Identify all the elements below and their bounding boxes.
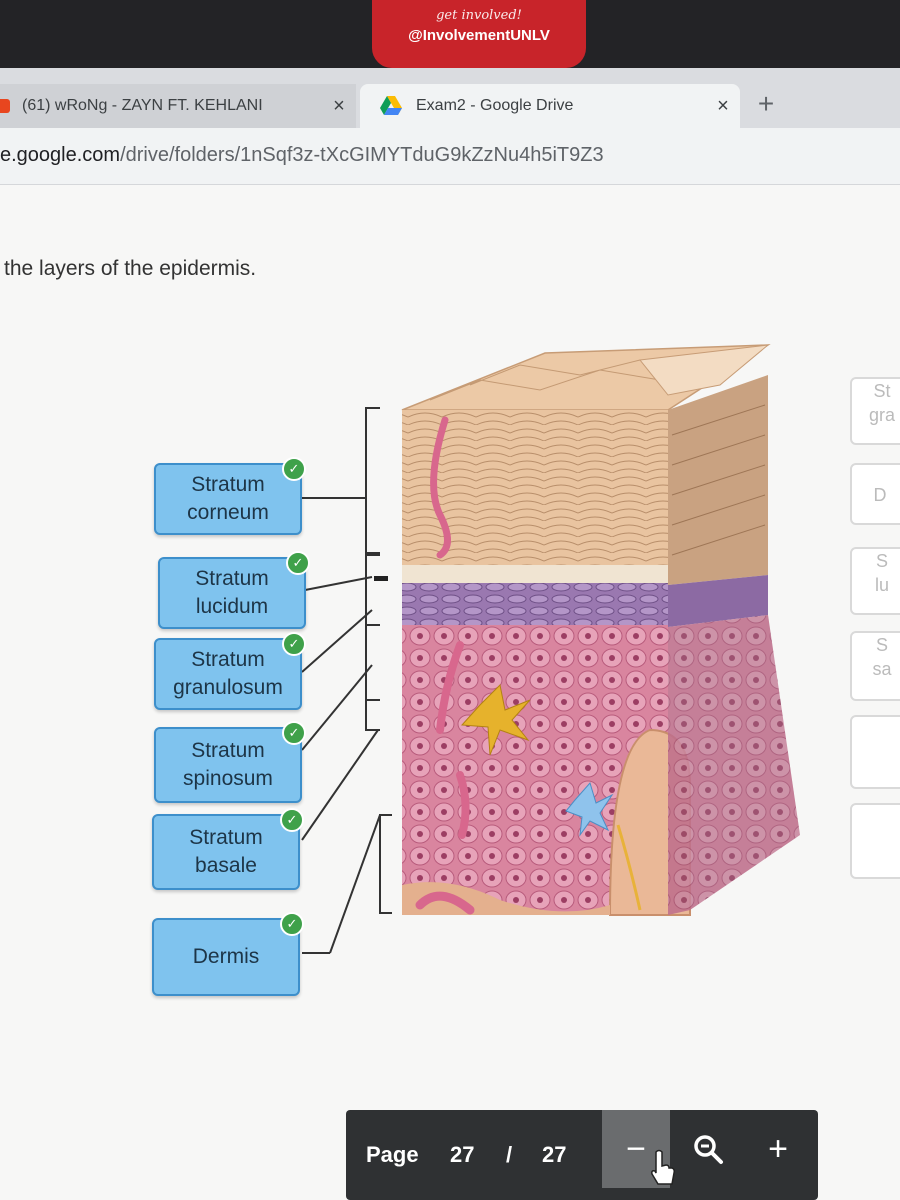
tab-google-drive[interactable]: Exam2 - Google Drive × bbox=[360, 84, 740, 128]
correct-check-icon: ✓ bbox=[280, 808, 304, 832]
current-page[interactable]: 27 bbox=[450, 1142, 475, 1167]
label-line1: Dermis bbox=[192, 945, 260, 968]
label-line1: Stratum bbox=[195, 567, 269, 590]
url-host: e.google.com bbox=[0, 144, 121, 166]
correct-check-icon: ✓ bbox=[286, 551, 310, 575]
youtube-favicon-icon bbox=[0, 99, 10, 113]
tab-title: Exam2 - Google Drive bbox=[416, 97, 574, 114]
tab-strip: (61) wRoNg - ZAYN FT. KEHLANI × Exam2 - … bbox=[0, 68, 900, 128]
answer-bank-item[interactable] bbox=[850, 803, 900, 879]
answer-bank-item[interactable]: D bbox=[850, 463, 900, 525]
new-tab-button[interactable]: + bbox=[757, 88, 775, 119]
address-bar[interactable]: e.google.com/drive/folders/1nSqf3z-tXcGI… bbox=[0, 128, 900, 185]
label-line1: Stratum bbox=[191, 739, 265, 762]
pdf-toolbar: Page 27 / 27 − + bbox=[346, 1110, 818, 1200]
label-stratum-spinosum[interactable]: Stratum spinosum ✓ bbox=[154, 721, 306, 803]
close-tab-icon[interactable]: × bbox=[333, 94, 345, 117]
correct-check-icon: ✓ bbox=[282, 721, 306, 745]
zoom-button[interactable] bbox=[674, 1110, 742, 1188]
label-dermis[interactable]: Dermis ✓ bbox=[152, 912, 304, 996]
close-tab-icon[interactable]: × bbox=[717, 94, 729, 117]
zoom-in-button[interactable]: + bbox=[768, 1129, 788, 1168]
hand-cursor-icon bbox=[651, 1149, 675, 1185]
label-stratum-granulosum[interactable]: Stratum granulosum ✓ bbox=[154, 632, 306, 710]
url-path: /drive/folders/1nSqf3z-tXcGIMYTduG9kZzNu… bbox=[120, 144, 604, 166]
epidermis-illustration bbox=[299, 344, 800, 954]
page-separator: / bbox=[506, 1142, 513, 1167]
label-stratum-corneum[interactable]: Stratum corneum ✓ bbox=[154, 457, 306, 535]
label-line2: lucidum bbox=[195, 595, 269, 618]
correct-check-icon: ✓ bbox=[280, 912, 304, 936]
google-drive-icon bbox=[380, 96, 402, 115]
label-line1: Stratum bbox=[191, 648, 265, 671]
correct-check-icon: ✓ bbox=[282, 632, 306, 656]
document-page: the layers of the epidermis. bbox=[0, 185, 900, 1200]
question-instruction: the layers of the epidermis. bbox=[4, 257, 257, 280]
tab-title: (61) wRoNg - ZAYN FT. KEHLANI bbox=[22, 97, 263, 114]
magnifier-icon bbox=[694, 1135, 723, 1164]
label-line2: spinosum bbox=[183, 767, 273, 790]
label-line1: Stratum bbox=[189, 826, 263, 849]
page-label: Page bbox=[366, 1142, 419, 1167]
label-line1: Stratum bbox=[191, 473, 265, 496]
correct-check-icon: ✓ bbox=[282, 457, 306, 481]
sticker-handle: @InvolvementUNLV bbox=[408, 27, 550, 44]
sticker-tagline: get involved! bbox=[436, 8, 522, 23]
url-text: e.google.com/drive/folders/1nSqf3z-tXcGI… bbox=[0, 144, 604, 167]
label-line2: basale bbox=[195, 854, 257, 877]
label-stratum-lucidum[interactable]: Stratum lucidum ✓ bbox=[158, 551, 310, 629]
answer-bank-item[interactable] bbox=[850, 715, 900, 789]
label-line2: corneum bbox=[187, 501, 269, 524]
label-stratum-basale[interactable]: Stratum basale ✓ bbox=[152, 808, 304, 890]
tab-youtube[interactable]: (61) wRoNg - ZAYN FT. KEHLANI × bbox=[0, 84, 356, 128]
label-line2: granulosum bbox=[173, 676, 283, 699]
sticker: get involved! @InvolvementUNLV bbox=[372, 0, 586, 68]
total-pages: 27 bbox=[542, 1142, 567, 1167]
